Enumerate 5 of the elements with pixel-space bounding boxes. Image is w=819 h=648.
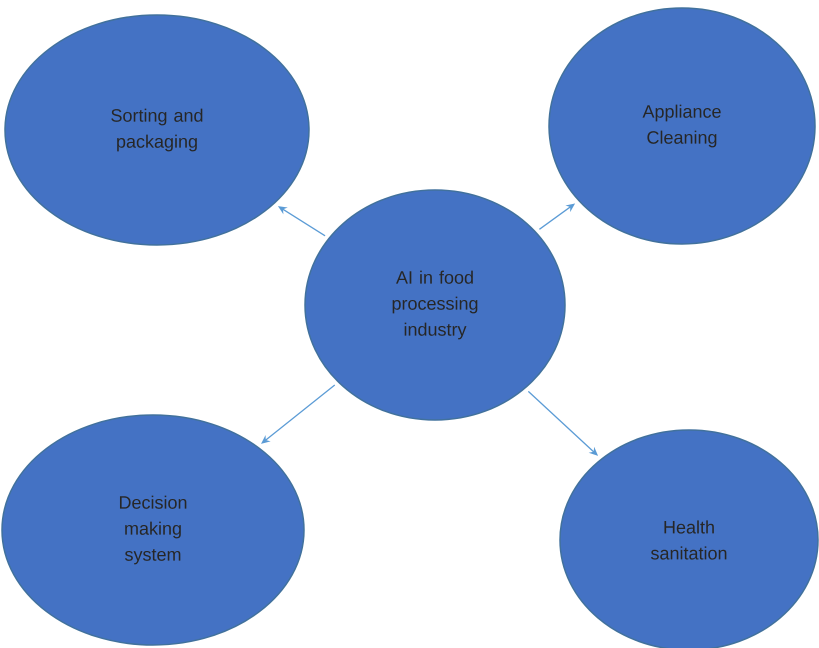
ellipse-node: Sorting and packaging	[4, 14, 310, 246]
ellipse-node: Decision making system	[1, 414, 305, 646]
ellipse-node: Appliance Cleaning	[548, 7, 816, 245]
ellipse-node: AI in food processing industry	[304, 189, 566, 421]
ellipse-node: Health sanitation	[559, 429, 819, 648]
